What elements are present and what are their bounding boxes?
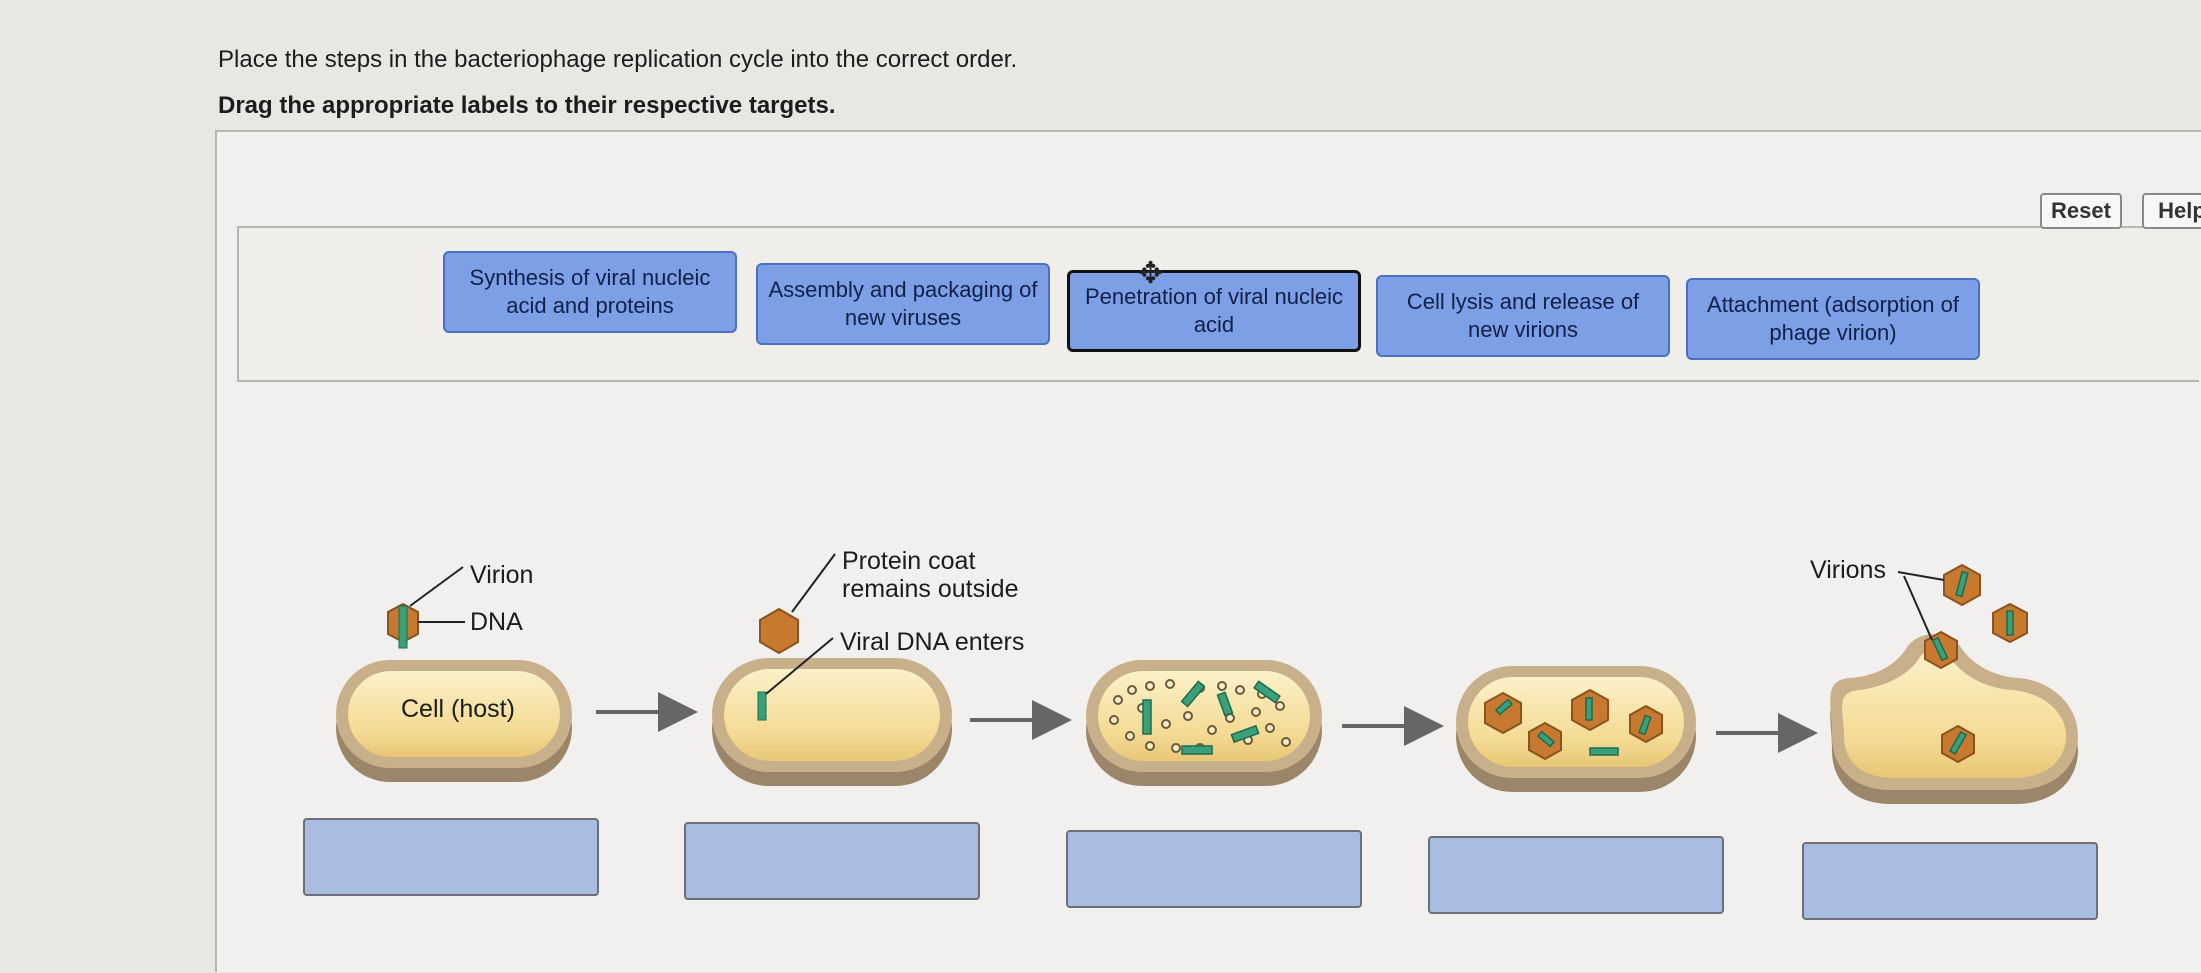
- drop-target-3[interactable]: [1066, 830, 1362, 908]
- drop-target-4[interactable]: [1428, 836, 1724, 914]
- help-button[interactable]: Help: [2142, 193, 2201, 229]
- label-assembly[interactable]: Assembly and packaging of new viruses: [756, 263, 1050, 345]
- label-penetration[interactable]: Penetration of viral nucleic acid: [1067, 270, 1361, 352]
- label-cell-lysis[interactable]: Cell lysis and release of new virions: [1376, 275, 1670, 357]
- instruction-text: Place the steps in the bacteriophage rep…: [218, 46, 1018, 73]
- instruction-subtext: Drag the appropriate labels to their res…: [218, 92, 836, 119]
- reset-button[interactable]: Reset: [2040, 193, 2122, 229]
- drop-target-5[interactable]: [1802, 842, 2098, 920]
- label-synthesis[interactable]: Synthesis of viral nucleic acid and prot…: [443, 251, 737, 333]
- label-attachment[interactable]: Attachment (adsorption of phage virion): [1686, 278, 1980, 360]
- drop-target-1[interactable]: [303, 818, 599, 896]
- drop-target-2[interactable]: [684, 822, 980, 900]
- move-cursor-icon: ✥: [1138, 257, 1164, 290]
